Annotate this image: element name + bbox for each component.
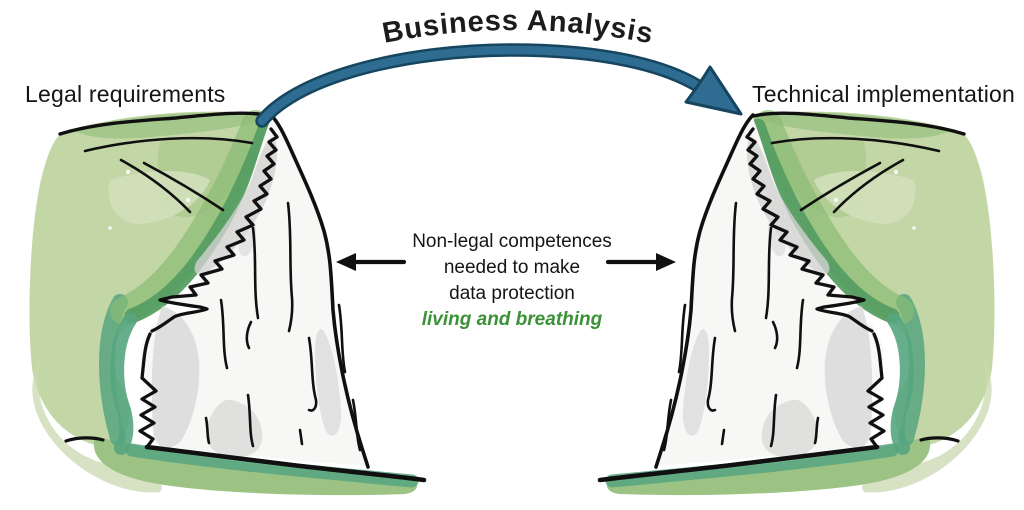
right-cliff-drawing	[600, 112, 994, 495]
gap-text-line: needed to make	[443, 257, 581, 278]
left-arrow-icon	[336, 253, 407, 271]
gap-text-block: Non-legal competences needed to make dat…	[412, 229, 612, 333]
gap-text-line: data protection	[449, 283, 575, 304]
curved-arrow-icon	[255, 43, 743, 128]
left-cliff-drawing	[30, 112, 424, 495]
right-arrow-icon	[605, 253, 676, 271]
left-cliff-label: Legal requirements	[25, 81, 226, 107]
gap-text-line: Non-legal competences	[412, 231, 612, 252]
right-cliff-label: Technical implementation	[752, 81, 1016, 107]
gap-text-highlight-line: living and breathing	[421, 309, 603, 330]
